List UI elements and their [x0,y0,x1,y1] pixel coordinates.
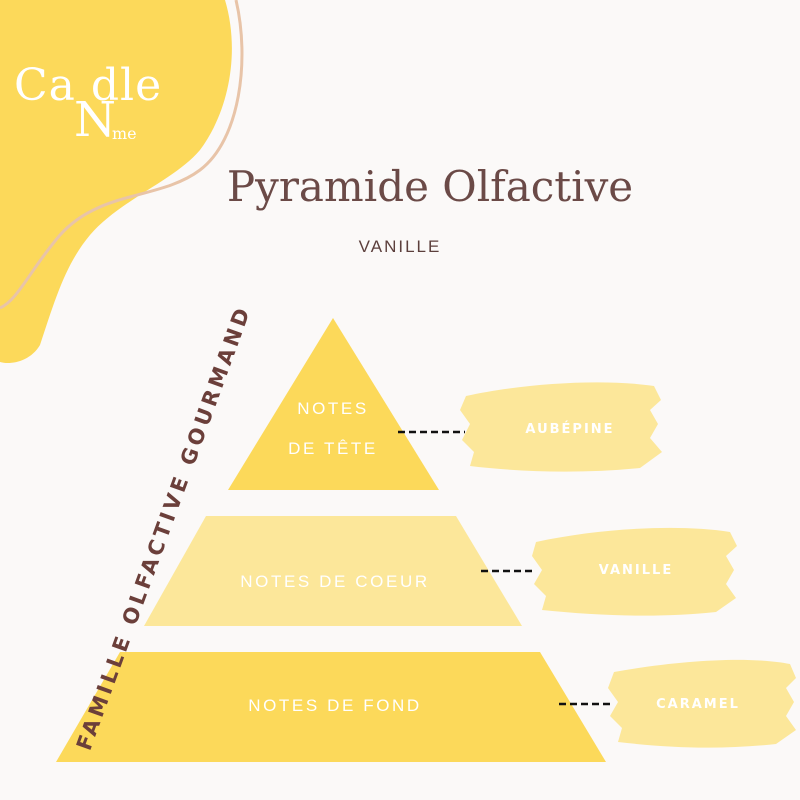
yellow-blob [0,0,232,364]
middle-tier-label: NOTES DE COEUR [240,572,430,591]
logo-line1: Ca dle [14,60,163,111]
bottom-tier-label: NOTES DE FOND [248,696,422,715]
brush-stroke-middle [532,527,737,616]
page-subtitle: VANILLE [358,237,442,256]
pyramid-bottom-tier [56,652,606,762]
logo: Ca dle N me [14,60,184,150]
page-title: Pyramide Olfactive [226,162,634,211]
brush-stroke-top [460,382,662,472]
decorative-curve [0,0,244,310]
logo-line2: N [74,92,116,148]
logo-line3: me [112,124,137,143]
brush-stroke-bottom [608,659,796,748]
pyramid-top-tier [228,318,439,490]
note-label-middle: VANILLE [598,563,674,578]
top-tier-label-line1: NOTES [297,399,369,418]
top-tier-label-line2: DE TÊTE [288,439,378,458]
note-label-bottom: CARAMEL [656,697,740,712]
note-label-top: AUBÉPINE [525,422,615,437]
pyramid-middle-tier [144,516,522,626]
top-tier-label: NOTES DE TÊTE [258,389,408,469]
